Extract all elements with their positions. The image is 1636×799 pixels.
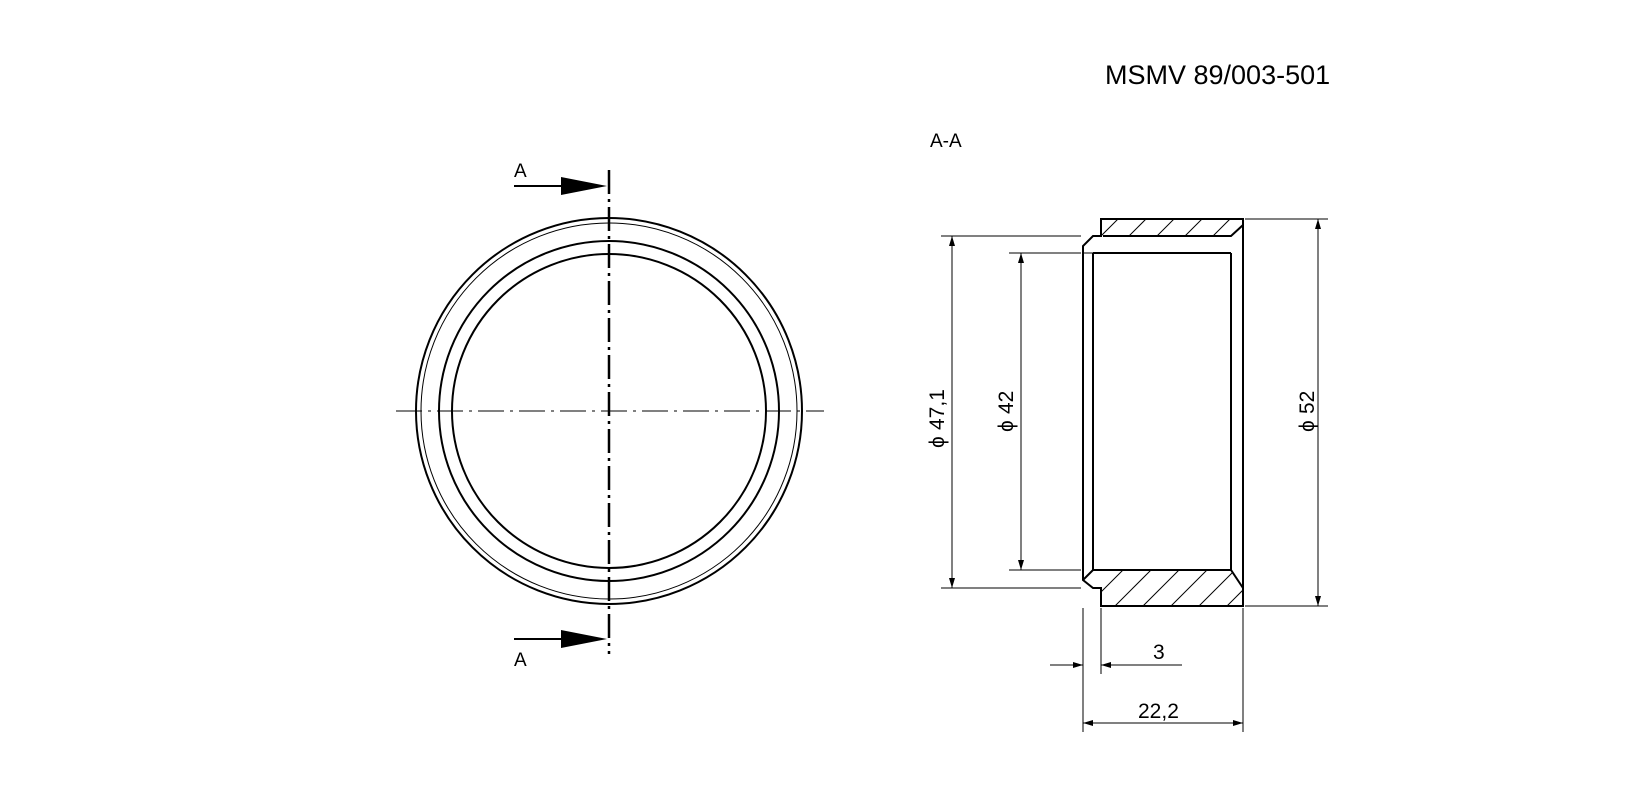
section-arrow-bottom: [561, 630, 607, 648]
section-profile-top: [1082, 218, 1244, 253]
dim-length-22-2: 22,2: [1082, 608, 1244, 732]
dim-diameter-42: ϕ 42: [995, 252, 1081, 571]
dim-width-3: 3: [1050, 608, 1182, 674]
front-view: [396, 170, 824, 654]
section-arrow-top: [561, 177, 607, 195]
dim-diameter-47-1-symbol: ϕ: [926, 436, 949, 448]
dim-diameter-52: ϕ 52: [1245, 218, 1328, 607]
dim-diameter-42-symbol: ϕ: [995, 420, 1018, 432]
drawing-number: MSMV 89/003-501: [1105, 60, 1330, 90]
dim-diameter-52-symbol: ϕ: [1296, 420, 1319, 432]
dim-diameter-42-value: 42: [995, 391, 1018, 414]
dim-diameter-47-1-value: 47,1: [926, 389, 949, 430]
dim-length-22-2-value: 22,2: [1138, 700, 1179, 723]
section-title: A-A: [930, 131, 962, 152]
section-view: [1082, 218, 1244, 607]
section-marker-bottom: A: [514, 630, 607, 671]
dim-diameter-47-1: ϕ 47,1: [926, 235, 1081, 589]
dim-diameter-52-value: 52: [1296, 391, 1319, 414]
section-marker-bottom-label: A: [514, 650, 527, 671]
section-marker-top-label: A: [514, 161, 527, 182]
section-hatch-top: [1101, 219, 1243, 236]
section-marker-top: A: [514, 161, 607, 195]
dim-width-3-value: 3: [1153, 641, 1165, 664]
